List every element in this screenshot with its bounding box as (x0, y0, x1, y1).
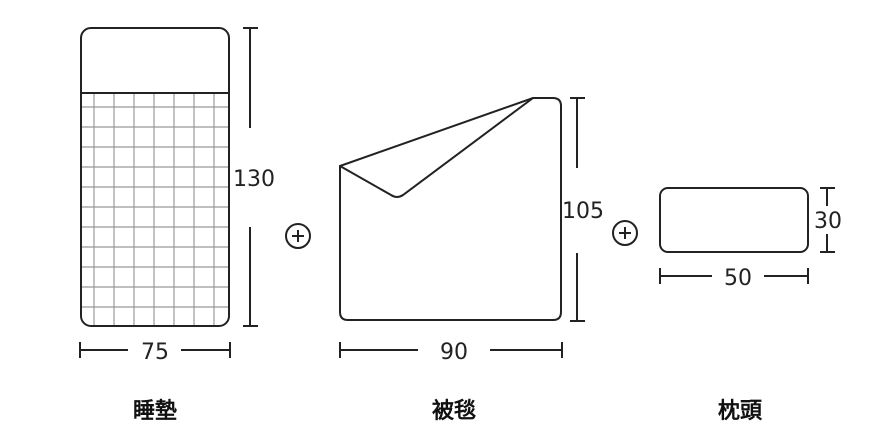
pillow-width-dimension (659, 268, 809, 284)
pillow-height-dimension (820, 187, 835, 253)
blanket-width-label: 90 (440, 340, 468, 365)
pillow-outline (659, 187, 809, 253)
mat-outline (80, 27, 230, 327)
mat-width-dimension (79, 342, 231, 358)
plus-icon (285, 223, 311, 249)
blanket-width-dimension (339, 342, 563, 358)
pillow-width-label: 50 (724, 266, 752, 291)
blanket-outline (339, 97, 562, 321)
blanket-name: 被毯 (432, 398, 476, 424)
mat-width-label: 75 (141, 340, 169, 365)
blanket-fold-flap (339, 97, 534, 198)
blanket (339, 97, 562, 321)
blanket-height-label: 105 (562, 199, 604, 224)
pillow-name: 枕頭 (718, 399, 763, 424)
blanket-height-dimension (570, 97, 585, 322)
mat-height-label: 130 (233, 167, 275, 192)
mat-grid (81, 93, 229, 326)
sleeping-mat (80, 27, 230, 327)
plus-icon (612, 220, 638, 246)
mat-height-dimension (243, 27, 258, 327)
pillow-height-label: 30 (814, 209, 842, 234)
sleeping-mat-name: 睡墊 (133, 399, 177, 424)
